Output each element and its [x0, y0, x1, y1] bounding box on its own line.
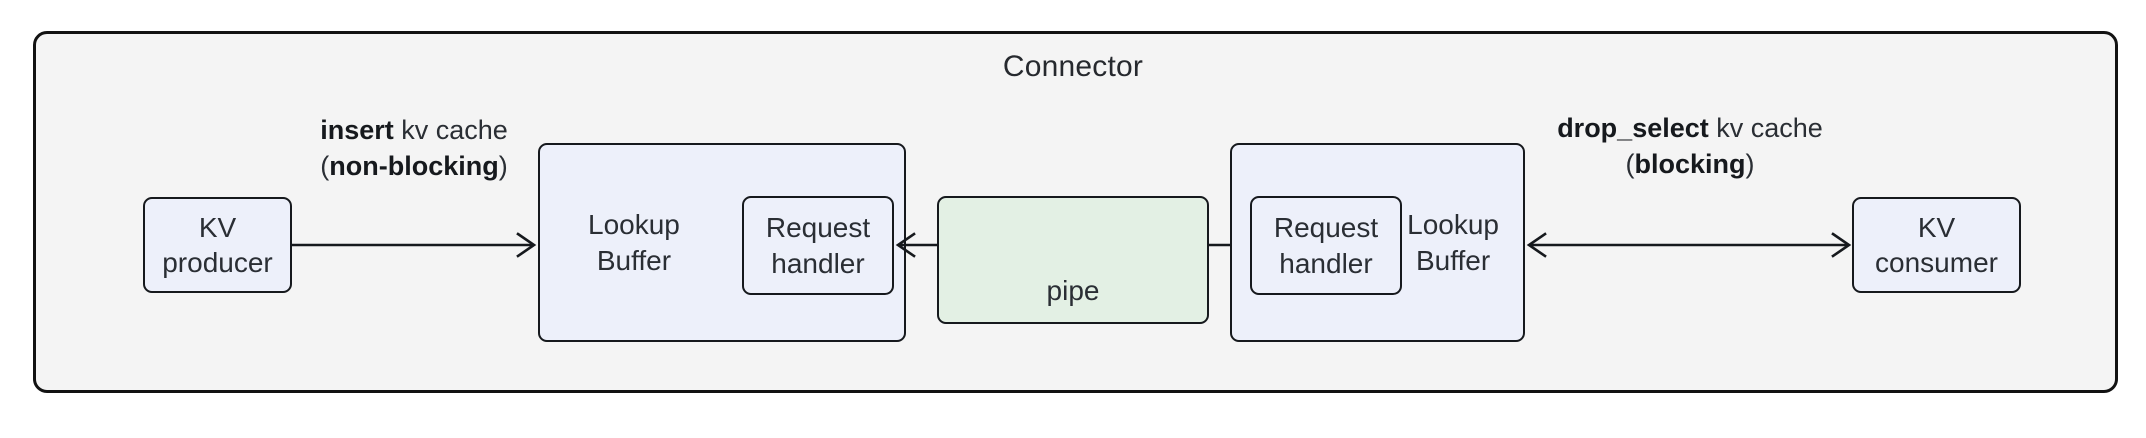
node-kv-producer-label: KV producer	[162, 211, 273, 278]
node-kv-consumer-label: KV consumer	[1875, 211, 1998, 278]
edge-label-drop-select-line2: (blocking)	[1625, 149, 1754, 179]
edge-label-insert-paren-close: )	[498, 151, 508, 182]
edge-label-drop-select-line1: drop_select kv cache	[1557, 113, 1823, 143]
node-pipe[interactable]: pipe	[937, 196, 1209, 324]
node-lookup-buffer-left-label: Lookup Buffer	[588, 209, 680, 276]
edge-label-insert-rest: kv cache	[393, 115, 508, 145]
node-lookup-buffer-right-label: Lookup Buffer	[1407, 209, 1499, 276]
edge-label-drop-select: drop_select kv cache (blocking)	[1530, 110, 1850, 183]
node-request-handler-left[interactable]: Request handler	[742, 196, 894, 295]
node-pipe-label: pipe	[1046, 274, 1100, 306]
edge-label-insert: insert kv cache (non-blocking)	[298, 112, 530, 185]
node-kv-consumer[interactable]: KV consumer	[1852, 197, 2021, 293]
edge-label-insert-line1: insert kv cache	[320, 115, 508, 145]
edge-label-drop-select-line2-bold: blocking	[1634, 149, 1746, 180]
edge-label-insert-line2-bold: non-blocking	[329, 151, 499, 182]
node-request-handler-left-label: Request handler	[765, 212, 871, 279]
edge-label-insert-line2: (non-blocking)	[320, 151, 507, 181]
edge-label-insert-paren-open: (	[320, 151, 330, 182]
edge-label-drop-select-rest: kv cache	[1708, 113, 1823, 143]
node-request-handler-right[interactable]: Request handler	[1250, 196, 1402, 295]
edge-label-drop-select-paren-open: (	[1625, 149, 1635, 180]
node-kv-producer[interactable]: KV producer	[143, 197, 292, 293]
edge-label-drop-select-paren-close: )	[1745, 149, 1755, 180]
edge-label-drop-select-bold: drop_select	[1557, 113, 1709, 143]
edge-label-insert-bold: insert	[320, 115, 394, 145]
node-request-handler-right-label: Request handler	[1273, 212, 1379, 279]
connector-title: Connector	[1002, 50, 1144, 83]
